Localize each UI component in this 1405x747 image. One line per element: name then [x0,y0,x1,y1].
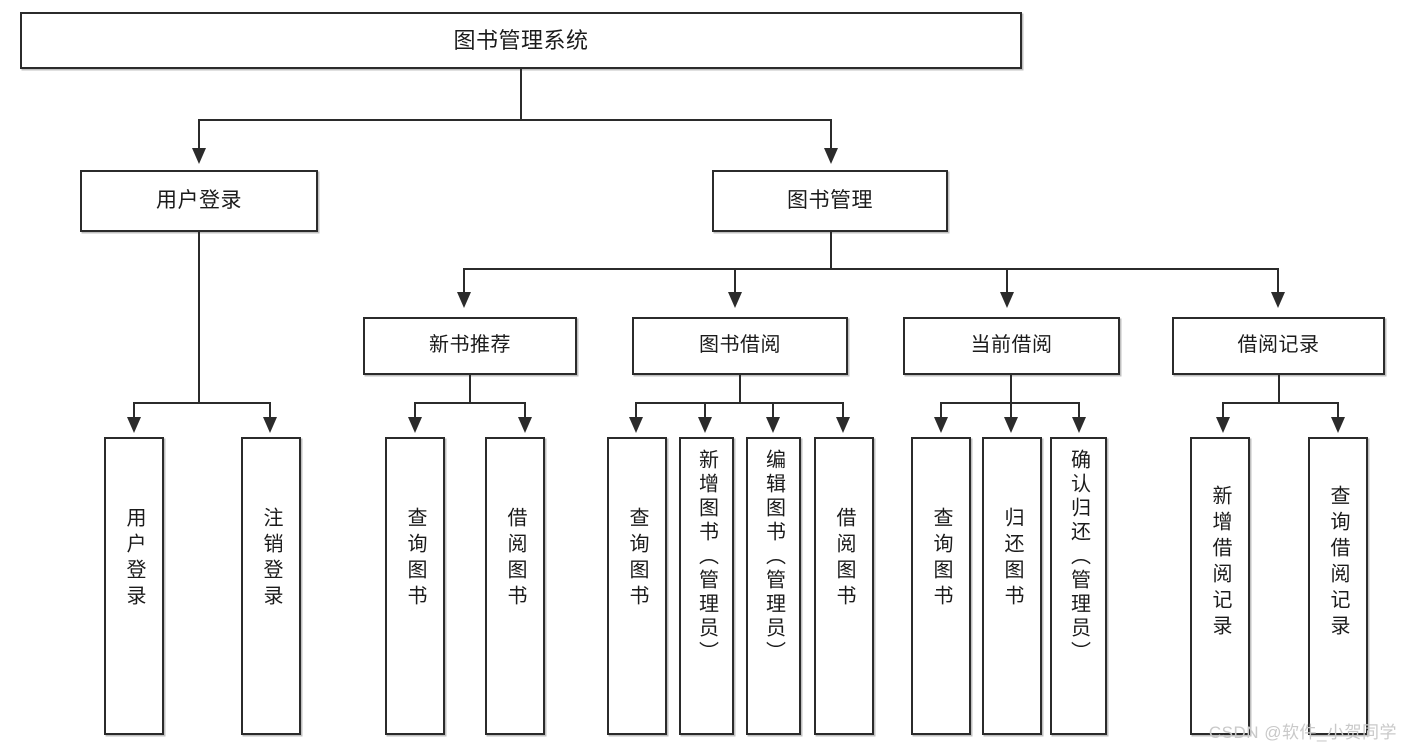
leaf-user-login[interactable]: 用户登录 [104,437,164,735]
leaf-nbr-query-book[interactable]: 查询图书 [385,437,445,735]
node-label: 图书借阅 [699,334,781,357]
connector-user-login-stem [198,232,200,402]
node-book-borrow[interactable]: 图书借阅 [632,317,848,375]
node-label: 图书管理 [787,188,873,212]
connector-br-leaf-2 [1337,402,1339,419]
arrowhead-bb-add-book [698,417,712,433]
connector-bb-leaf-1 [635,402,637,419]
connector-to-current-borrow [1006,268,1008,294]
arrowhead-leaf-logout [263,417,277,433]
connector-new-book-recommend-stem [469,375,471,402]
arrowhead-bb-query-book [629,417,643,433]
connector-user-login-leaf-1 [133,402,135,419]
node-current-borrow[interactable]: 当前借阅 [903,317,1120,375]
arrowhead-bb-edit-book [766,417,780,433]
node-label: 查询图书 [404,507,426,611]
leaf-nbr-borrow-book[interactable]: 借阅图书 [485,437,545,735]
arrowhead-leaf-user-login [127,417,141,433]
node-label: 借阅图书 [833,507,855,611]
node-label: 确认归还（管理员） [1067,449,1090,665]
arrowhead-nbr-query-book [408,417,422,433]
node-user-login[interactable]: 用户登录 [80,170,318,232]
leaf-bb-borrow-book[interactable]: 借阅图书 [814,437,874,735]
node-label: 查询借阅记录 [1327,485,1349,641]
connector-bb-leaf-2 [704,402,706,419]
connector-book-borrow-stem [739,375,741,402]
node-label: 用户登录 [123,507,145,611]
leaf-cb-return-book[interactable]: 归还图书 [982,437,1042,735]
connector-book-borrow-bus [635,402,844,404]
leaf-bb-add-book[interactable]: 新增图书（管理员） [679,437,734,735]
arrowhead-borrow-record [1271,292,1285,308]
node-label: 借阅图书 [504,507,526,611]
connector-current-borrow-stem [1010,375,1012,402]
node-label: 查询图书 [930,507,952,611]
connector-br-leaf-1 [1222,402,1224,419]
node-label: 图书管理系统 [453,27,589,53]
leaf-cb-confirm-return[interactable]: 确认归还（管理员） [1050,437,1107,735]
connector-book-management-bus [463,268,1279,270]
connector-cb-leaf-1 [940,402,942,419]
connector-cb-leaf-3 [1078,402,1080,419]
node-label: 借阅记录 [1237,334,1320,357]
node-borrow-record[interactable]: 借阅记录 [1172,317,1385,375]
node-label: 新增借阅记录 [1209,485,1231,641]
connector-user-login-leaf-2 [269,402,271,419]
node-new-book-recommend[interactable]: 新书推荐 [363,317,577,375]
arrowhead-cb-confirm-return [1072,417,1086,433]
connector-to-borrow-record [1277,268,1279,294]
connector-bb-leaf-4 [842,402,844,419]
leaf-bb-query-book[interactable]: 查询图书 [607,437,667,735]
connector-to-new-book-recommend [463,268,465,294]
connector-nbr-leaf-1 [414,402,416,419]
node-label: 编辑图书（管理员） [762,449,785,665]
arrowhead-new-book-recommend [457,292,471,308]
arrowhead-nbr-borrow-book [518,417,532,433]
leaf-br-add-record[interactable]: 新增借阅记录 [1190,437,1250,735]
node-label: 新增图书（管理员） [695,449,718,665]
connector-root-to-user-login [198,119,200,150]
node-label: 查询图书 [626,507,648,611]
connector-root-bus [198,119,832,121]
connector-nbr-leaf-2 [524,402,526,419]
arrowhead-bb-borrow-book [836,417,850,433]
leaf-br-query-record[interactable]: 查询借阅记录 [1308,437,1368,735]
node-root-book-management-system[interactable]: 图书管理系统 [20,12,1022,69]
arrowhead-br-add-record [1216,417,1230,433]
node-label: 新书推荐 [429,334,511,357]
connector-book-management-stem [830,232,832,268]
node-label: 注销登录 [260,507,282,611]
leaf-bb-edit-book[interactable]: 编辑图书（管理员） [746,437,801,735]
node-label: 用户登录 [156,188,242,212]
connector-to-book-borrow [734,268,736,294]
node-book-management[interactable]: 图书管理 [712,170,948,232]
arrowhead-book-management [824,148,838,164]
leaf-cb-query-book[interactable]: 查询图书 [911,437,971,735]
arrowhead-book-borrow [728,292,742,308]
connector-root-to-book-management [830,119,832,150]
connector-new-book-recommend-bus [414,402,526,404]
arrowhead-current-borrow [1000,292,1014,308]
connector-cb-leaf-2 [1010,402,1012,419]
arrowhead-br-query-record [1331,417,1345,433]
connector-user-login-bus [133,402,270,404]
arrowhead-cb-query-book [934,417,948,433]
connector-bb-leaf-3 [772,402,774,419]
connector-borrow-record-bus [1222,402,1339,404]
node-label: 归还图书 [1001,507,1023,611]
connector-borrow-record-stem [1278,375,1280,402]
leaf-logout[interactable]: 注销登录 [241,437,301,735]
connector-root-stem [520,69,522,119]
arrowhead-user-login [192,148,206,164]
arrowhead-cb-return-book [1004,417,1018,433]
node-label: 当前借阅 [970,334,1053,357]
